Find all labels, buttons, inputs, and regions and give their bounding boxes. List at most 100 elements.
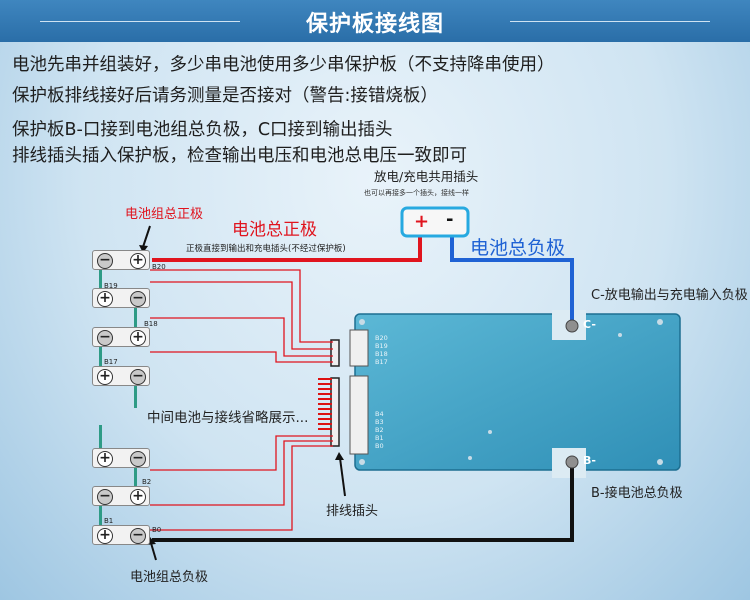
pcb-pin-label: B20: [375, 334, 388, 342]
negative-terminal-icon: −: [130, 369, 146, 385]
instruction-line-2: 保护板排线接好后请务测量是否接对（警告:接错烧板）: [12, 86, 438, 106]
battery-cell-b18: − +: [92, 327, 150, 347]
connector-pin: [318, 398, 332, 400]
protection-board: [354, 313, 681, 471]
ribbon-arrowhead: [335, 452, 344, 460]
series-strap: [99, 506, 102, 525]
middle-omitted-label: 中间电池与接线省略展示...: [147, 410, 309, 426]
pcb-pin-label: B3: [375, 418, 384, 426]
negative-terminal-icon: −: [97, 489, 113, 505]
positive-arrowhead: [139, 245, 148, 253]
positive-terminal-icon: +: [130, 489, 146, 505]
plug-subtitle: 也可以再接多一个插头，接线一样: [364, 189, 469, 197]
c-port-label: C-放电输出与充电输入负极: [591, 288, 748, 303]
pcb-dot-3: [618, 333, 622, 337]
header-right-line: [510, 21, 710, 22]
board-connector-top: [349, 329, 369, 367]
cell-label: B0: [152, 526, 162, 534]
balance-wire-b20: [150, 269, 333, 343]
series-strap: [99, 425, 102, 448]
connector-pin: [318, 408, 332, 410]
positive-terminal-icon: +: [97, 291, 113, 307]
balance-wire-b18: [150, 317, 333, 357]
balance-wire-b1: [150, 440, 333, 506]
positive-arrow: [142, 225, 151, 248]
balance-wire-b0: [150, 445, 333, 531]
pcb-hole-bl: [359, 459, 365, 465]
pcb-hole-tr: [657, 319, 663, 325]
pcb-pin-label: B17: [375, 358, 388, 366]
series-strap: [134, 468, 137, 486]
instruction-line-4: 排线插头插入保护板，检查输出电压和电池总电压一致即可: [12, 146, 467, 166]
plug-title: 放电/充电共用插头: [374, 169, 479, 184]
header-left-line: [40, 21, 240, 22]
ribbon-plug-label: 排线插头: [326, 504, 379, 519]
cell-label: B1: [104, 517, 114, 525]
series-strap: [99, 270, 102, 288]
battery-cell-b17: + −: [92, 366, 150, 386]
pcb-pin-label: B2: [375, 426, 384, 434]
ribbon-arrow: [339, 457, 346, 497]
negative-terminal-icon: −: [130, 451, 146, 467]
b-port-screw: [565, 455, 579, 469]
battery-cell-b3: + −: [92, 448, 150, 468]
total-negative-wire: [450, 222, 574, 322]
connector-pin: [318, 423, 332, 425]
battery-cell-b20: − +: [92, 250, 150, 270]
ribbon-plug-top: [330, 339, 340, 367]
page-title: 保护板接线图: [305, 12, 444, 37]
positive-terminal-icon: +: [97, 369, 113, 385]
connector-pin: [318, 393, 332, 395]
positive-terminal-icon: +: [97, 528, 113, 544]
series-strap: [134, 386, 137, 408]
series-strap: [99, 347, 102, 366]
negative-terminal-icon: −: [130, 291, 146, 307]
total-negative-label: 电池总负极: [470, 237, 566, 259]
instruction-line-3: 保护板B-口接到电池组总负极，C口接到输出插头: [12, 120, 393, 140]
ribbon-plug-bottom: [330, 377, 340, 447]
balance-wire-b2: [150, 435, 333, 471]
cell-label: B17: [104, 358, 118, 366]
balance-wire-b17: [150, 351, 333, 363]
b-negative-wire: [152, 464, 574, 542]
pcb-pin-label: B18: [375, 350, 388, 358]
plug-minus-terminal: -: [446, 209, 454, 230]
connector-pin: [318, 418, 332, 420]
battery-pack-positive-label: 电池组总正极: [125, 207, 204, 222]
battery-cell-b19: + −: [92, 288, 150, 308]
positive-terminal-icon: +: [130, 253, 146, 269]
positive-note: 正极直接到输出和充电插头(不经过保护板): [186, 244, 346, 254]
pcb-hole-br: [657, 459, 663, 465]
pcb-b-port-label: B-: [583, 454, 596, 467]
series-strap: [134, 308, 137, 327]
total-positive-label: 电池总正极: [232, 220, 317, 240]
connector-pin: [318, 413, 332, 415]
positive-terminal-icon: +: [97, 451, 113, 467]
negative-arrow: [150, 542, 157, 561]
balance-wire-b19: [150, 281, 333, 350]
connector-pin: [318, 403, 332, 405]
battery-cell-b2: − +: [92, 486, 150, 506]
pcb-dot-2: [468, 456, 472, 460]
output-plug: [400, 206, 470, 238]
board-connector-bottom: [349, 375, 369, 455]
pcb-pin-label: B19: [375, 342, 388, 350]
connector-pin: [318, 428, 332, 430]
plug-plus-terminal: +: [414, 211, 430, 232]
cell-label: B2: [142, 478, 152, 486]
pcb-c-port-label: C-: [583, 318, 596, 331]
negative-terminal-icon: −: [97, 330, 113, 346]
cell-label: B18: [144, 320, 158, 328]
header-bar: 保护板接线图: [0, 0, 750, 42]
pcb-hole-tl: [359, 319, 365, 325]
battery-pack-negative-label: 电池组总负极: [130, 570, 209, 585]
negative-terminal-icon: −: [97, 253, 113, 269]
connector-pin: [318, 378, 332, 380]
instruction-line-1: 电池先串并组装好，多少串电池使用多少串保护板（不支持降串使用）: [12, 55, 555, 75]
c-port-screw: [565, 319, 579, 333]
connector-pin: [318, 383, 332, 385]
pcb-pin-label: B1: [375, 434, 384, 442]
cell-label: B19: [104, 282, 118, 290]
connector-pin: [318, 388, 332, 390]
